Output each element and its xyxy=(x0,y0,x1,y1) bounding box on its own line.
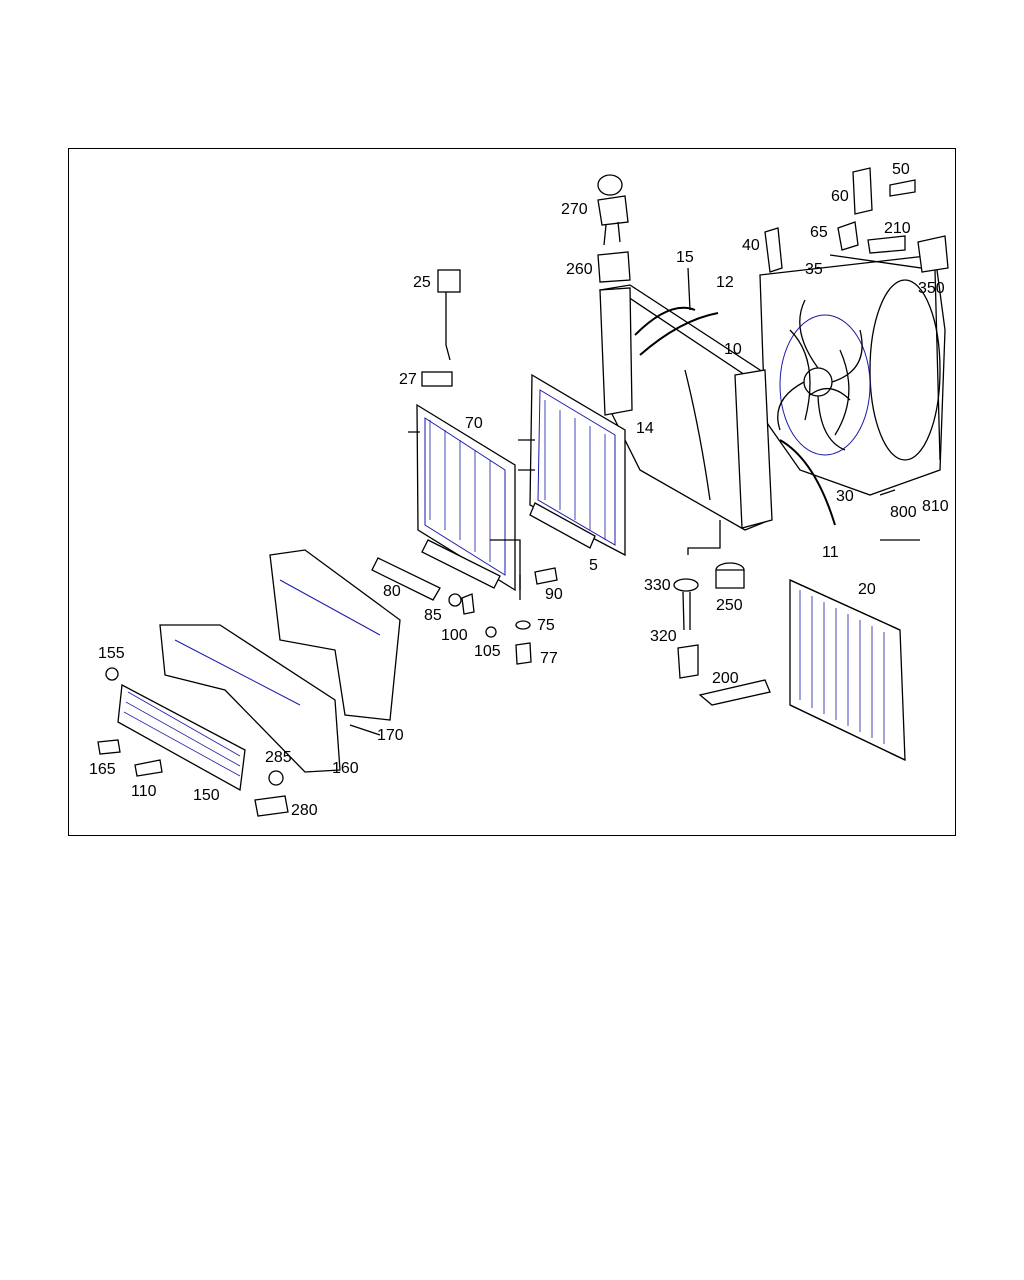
sensor-25 xyxy=(421,269,461,387)
callout-35: 35 xyxy=(805,261,823,278)
small-brackets xyxy=(764,167,949,273)
callout-15: 15 xyxy=(676,249,694,266)
callout-65: 65 xyxy=(810,224,828,241)
small-fittings xyxy=(448,562,745,679)
callout-25: 25 xyxy=(413,274,431,291)
callout-90: 90 xyxy=(545,586,563,603)
callout-77: 77 xyxy=(540,650,558,667)
callout-250: 250 xyxy=(716,597,743,614)
callout-160: 160 xyxy=(332,760,359,777)
callout-330: 330 xyxy=(644,577,671,594)
receiver-drier-80 xyxy=(371,502,596,601)
callout-150: 150 xyxy=(193,787,220,804)
callout-12: 12 xyxy=(716,274,734,291)
leader-lines xyxy=(349,267,920,736)
callout-155: 155 xyxy=(98,645,125,662)
callout-100: 100 xyxy=(441,627,468,644)
callout-350: 350 xyxy=(918,280,945,297)
callout-85: 85 xyxy=(424,607,442,624)
callout-40: 40 xyxy=(742,237,760,254)
callout-14: 14 xyxy=(636,420,654,437)
fasteners xyxy=(97,667,289,817)
part-270-260 xyxy=(597,174,631,283)
callout-11: 11 xyxy=(822,544,839,561)
callout-210: 210 xyxy=(884,220,911,237)
condenser-70 xyxy=(408,403,521,592)
callout-75: 75 xyxy=(537,617,555,634)
callout-170: 170 xyxy=(377,727,404,744)
callout-30: 30 xyxy=(836,488,854,505)
callout-280: 280 xyxy=(291,802,318,819)
callout-60: 60 xyxy=(831,188,849,205)
callout-5: 5 xyxy=(589,557,598,574)
oil-cooler-150 xyxy=(117,683,246,792)
callout-320: 320 xyxy=(650,628,677,645)
radiator-20 xyxy=(789,578,906,762)
condenser-5 xyxy=(518,373,626,557)
callout-285: 285 xyxy=(265,749,292,766)
callout-800: 800 xyxy=(890,504,917,521)
radiator-main xyxy=(599,284,773,531)
callout-27: 27 xyxy=(399,371,417,388)
callout-200: 200 xyxy=(712,670,739,687)
bracket-200 xyxy=(698,679,771,706)
callout-70: 70 xyxy=(465,415,483,432)
diagram-frame xyxy=(68,148,956,836)
callout-260: 260 xyxy=(566,261,593,278)
callout-20: 20 xyxy=(858,581,876,598)
callout-270: 270 xyxy=(561,201,588,218)
callout-80: 80 xyxy=(383,583,401,600)
callout-810: 810 xyxy=(922,498,949,515)
callout-165: 165 xyxy=(89,761,116,778)
air-duct-assembly xyxy=(159,549,401,773)
callout-10: 10 xyxy=(724,341,742,358)
callout-110: 110 xyxy=(131,783,157,800)
callout-50: 50 xyxy=(892,161,910,178)
callout-105: 105 xyxy=(474,643,501,660)
fan-blades xyxy=(777,299,863,451)
